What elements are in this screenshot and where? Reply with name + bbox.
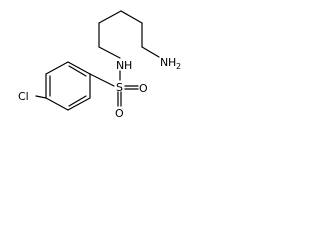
- amide-hydrogen-label: H: [124, 59, 132, 72]
- oxygen-label-bottom: O: [115, 107, 124, 120]
- ring-bond-4: [45, 97, 69, 111]
- amide-nitrogen-label: N: [116, 59, 124, 72]
- ring-double-bond-2: [68, 95, 87, 107]
- molecule-svg: Cl S O O N H N H 2: [18, 10, 181, 120]
- benzene-ring: [45, 61, 91, 111]
- c3-c4-bond: [120, 10, 143, 24]
- c5-n-bond: [141, 46, 160, 58]
- sulfur-label: S: [116, 81, 123, 94]
- structure-diagram: Cl S O O N H N H 2: [0, 0, 207, 132]
- c2-c3-bond: [98, 10, 122, 24]
- c-cl-bond: [35, 95, 47, 99]
- c-s-bond: [89, 73, 115, 87]
- amine-hydrogen-label: H: [168, 56, 176, 69]
- n-c1-bond: [98, 46, 121, 59]
- ring-bond-6: [45, 61, 69, 75]
- ring-bond-3: [67, 97, 91, 111]
- ring-bond-1: [67, 61, 91, 75]
- chlorine-label: Cl: [18, 90, 29, 103]
- amine-subscript-label: 2: [176, 62, 181, 71]
- ring-double-bond-1: [68, 65, 87, 77]
- oxygen-label-right: O: [139, 82, 148, 95]
- amine-nitrogen-label: N: [160, 56, 168, 69]
